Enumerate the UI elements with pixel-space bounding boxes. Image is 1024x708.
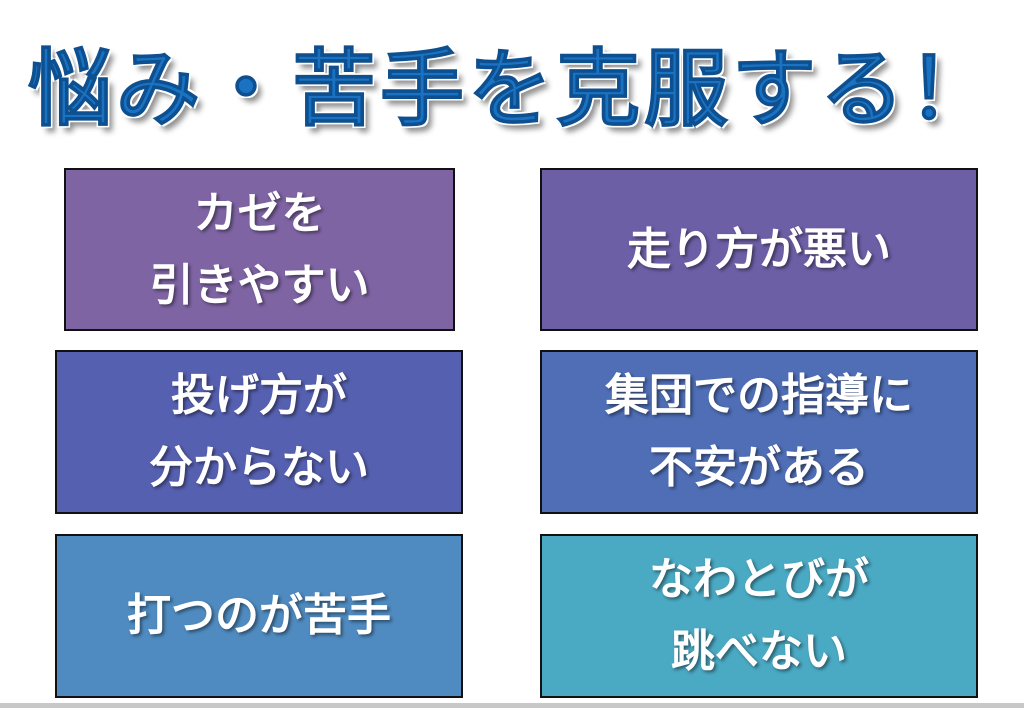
card-jump-rope: なわとびが 跳べない bbox=[540, 534, 978, 698]
card-line: なわとびが bbox=[649, 554, 869, 605]
card-throwing: 投げ方が 分からない bbox=[55, 350, 463, 514]
card-line: 分からない bbox=[149, 442, 369, 493]
card-batting: 打つのが苦手 bbox=[55, 534, 463, 698]
card-line: 集団での指導に bbox=[605, 370, 913, 421]
card-line: 走り方が悪い bbox=[627, 223, 891, 275]
card-running-form: 走り方が悪い bbox=[540, 168, 978, 331]
card-group-instruction: 集団での指導に 不安がある bbox=[540, 350, 978, 514]
card-line: 不安がある bbox=[649, 442, 869, 493]
slide-title: 悩み・苦手を克服する！ bbox=[27, 40, 996, 139]
bottom-divider bbox=[0, 703, 1024, 708]
card-line: 引きやすい bbox=[149, 259, 370, 311]
card-line: 打つのが苦手 bbox=[127, 590, 391, 641]
card-line: 投げ方が bbox=[171, 370, 347, 421]
card-catch-cold: カゼを 引きやすい bbox=[64, 168, 455, 331]
card-line: カゼを bbox=[193, 187, 326, 239]
card-line: 跳べない bbox=[671, 626, 847, 677]
